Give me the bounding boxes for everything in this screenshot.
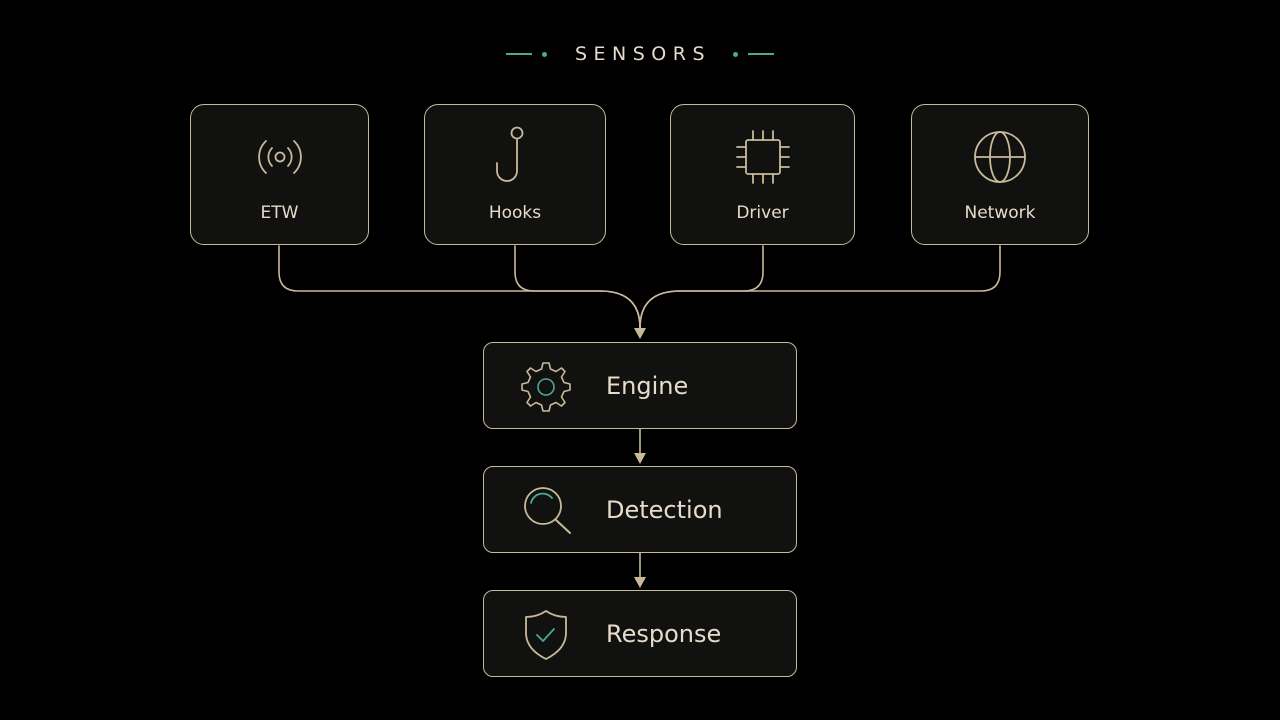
connector-driver [639, 245, 764, 329]
connector-etw [278, 245, 641, 329]
sensor-label-hooks: Hooks [488, 203, 542, 223]
sensor-card-etw: ETW [190, 104, 369, 245]
arrowhead-engine [634, 328, 646, 339]
header-ornament-left [505, 51, 547, 57]
sensor-label-etw: ETW [260, 203, 299, 223]
sensor-card-hooks: Hooks [424, 104, 606, 245]
globe-icon [968, 125, 1032, 189]
header-ornament-right [733, 51, 775, 57]
magnifier-icon [520, 485, 572, 537]
sensor-label-network: Network [964, 203, 1036, 223]
arrowhead-response [634, 577, 646, 588]
connector-network [639, 245, 1001, 329]
sensors-title: SENSORS [574, 43, 712, 65]
sensor-card-network: Network [911, 104, 1089, 245]
sensor-card-driver: Driver [670, 104, 855, 245]
detection-label: Detection [606, 496, 723, 524]
chip-icon [731, 125, 795, 189]
engine-label: Engine [606, 372, 689, 400]
detection-box: Detection [483, 466, 797, 553]
sensors-header: SENSORS [0, 36, 1280, 72]
shield-check-icon [520, 609, 572, 661]
hook-icon [483, 125, 547, 189]
sensor-label-driver: Driver [736, 203, 789, 223]
gear-icon [520, 361, 572, 413]
engine-box: Engine [483, 342, 797, 429]
response-label: Response [606, 620, 722, 648]
connector-hooks [514, 245, 641, 329]
broadcast-icon [248, 125, 312, 189]
arrowhead-detection [634, 453, 646, 464]
response-box: Response [483, 590, 797, 677]
